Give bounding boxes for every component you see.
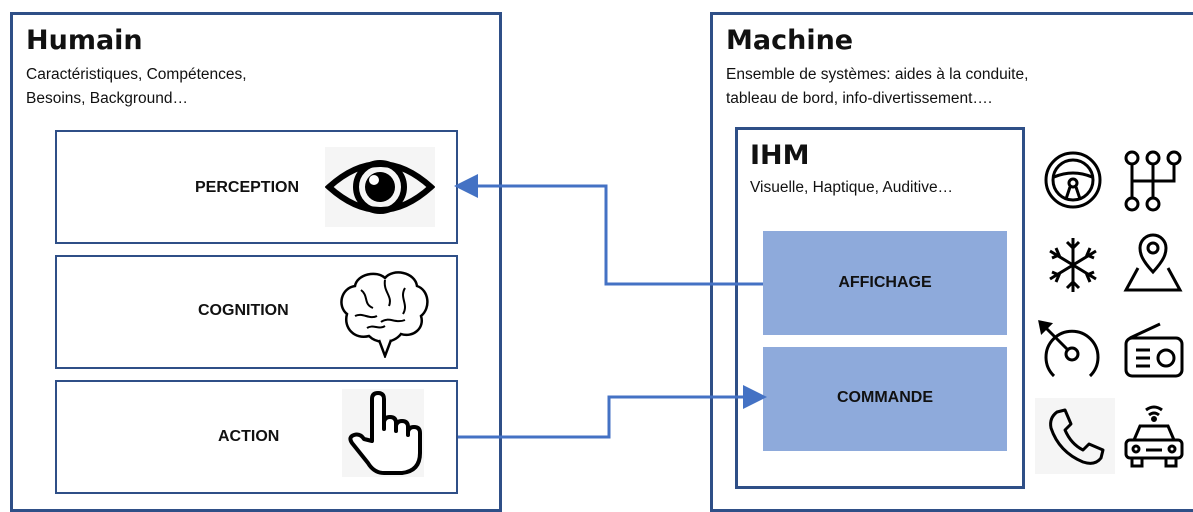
speedometer-icon	[1034, 318, 1106, 389]
steering-wheel-icon	[1040, 147, 1106, 218]
perception-label: PERCEPTION	[195, 179, 300, 196]
affichage-block: AFFICHAGE	[763, 231, 1007, 335]
connector-arrows	[454, 174, 767, 439]
connected-car-icon	[1118, 400, 1190, 477]
machine-description: Ensemble de systèmes: aides à la conduit…	[726, 66, 1029, 107]
commande-block: COMMANDE	[763, 347, 1007, 451]
brain-icon	[333, 266, 433, 363]
pointing-hand-icon	[342, 389, 424, 482]
snowflake-icon	[1040, 232, 1106, 303]
cognition-label: COGNITION	[198, 302, 289, 319]
humain-description: Caractéristiques, Compétences, Besoins, …	[26, 66, 247, 107]
phone-icon	[1035, 398, 1115, 479]
gear-shift-icon	[1120, 148, 1186, 219]
ihm-title: IHM	[750, 140, 810, 171]
ihm-description: Visuelle, Haptique, Auditive…	[750, 179, 954, 196]
map-pin-icon	[1118, 228, 1188, 303]
eye-icon	[324, 147, 436, 232]
affichage-label: AFFICHAGE	[838, 274, 932, 291]
machine-title: Machine	[726, 25, 854, 56]
action-label: ACTION	[218, 428, 280, 445]
affichage-to-perception-arrow	[454, 174, 763, 286]
humain-title: Humain	[26, 25, 143, 56]
action-to-commande-arrow	[458, 385, 767, 439]
commande-label: COMMANDE	[837, 389, 933, 406]
radio-icon	[1120, 320, 1188, 387]
